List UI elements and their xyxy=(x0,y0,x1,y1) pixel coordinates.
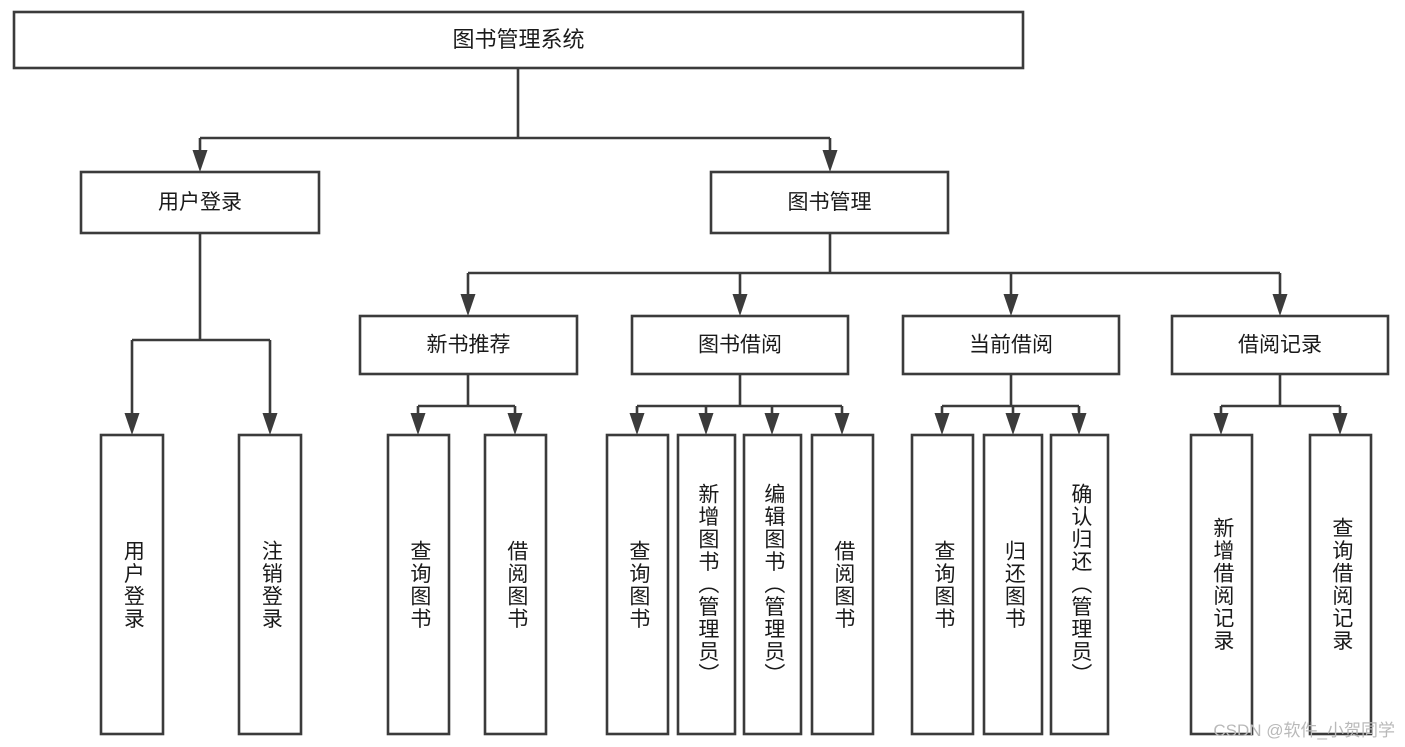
node-box-book-management[interactable] xyxy=(709,170,950,235)
node-box-leaf-query-book-borrow[interactable] xyxy=(605,433,670,736)
boxes-layer xyxy=(12,10,1390,736)
node-box-current-borrow[interactable] xyxy=(901,314,1121,376)
node-box-leaf-add-borrow-record[interactable] xyxy=(1189,433,1254,736)
connector-bookmgmt-to-level3 xyxy=(460,233,1288,316)
node-box-leaf-user-login[interactable] xyxy=(99,433,165,736)
connector-current-to-leaves xyxy=(934,374,1087,435)
node-label-borrow-record: 借阅记录 xyxy=(1238,334,1322,357)
connector-recommend-to-leaves xyxy=(410,374,523,435)
node-box-leaf-edit-book-admin[interactable] xyxy=(742,433,803,736)
connector-record-to-leaves xyxy=(1213,374,1348,435)
node-label-book-borrow: 图书借阅 xyxy=(698,334,782,357)
node-box-leaf-confirm-return-admin[interactable] xyxy=(1049,433,1110,736)
node-box-root[interactable] xyxy=(12,10,1025,70)
connectors-layer xyxy=(124,68,1348,435)
node-box-leaf-query-book-rec[interactable] xyxy=(386,433,451,736)
connector-userlogin-to-leaves xyxy=(124,233,278,435)
node-box-book-borrow[interactable] xyxy=(630,314,850,376)
node-label-root: 图书管理系统 xyxy=(452,27,584,52)
node-box-borrow-record[interactable] xyxy=(1170,314,1390,376)
node-box-leaf-borrow-book-rec[interactable] xyxy=(483,433,548,736)
node-label-user-login: 用户登录 xyxy=(158,191,242,214)
connector-borrow-to-leaves xyxy=(629,374,850,435)
node-box-user-login[interactable] xyxy=(79,170,321,235)
node-label-current-borrow: 当前借阅 xyxy=(969,334,1053,357)
node-box-new-book-recommend[interactable] xyxy=(358,314,579,376)
connector-root-to-level2 xyxy=(192,68,838,172)
watermark-text: CSDN @软件_小贺同学 xyxy=(1213,721,1395,740)
node-box-leaf-query-book-current[interactable] xyxy=(910,433,975,736)
node-label-book-management: 图书管理 xyxy=(788,191,872,214)
node-box-leaf-add-book-admin[interactable] xyxy=(676,433,737,736)
node-box-leaf-return-book[interactable] xyxy=(982,433,1044,736)
node-label-new-book-recommend: 新书推荐 xyxy=(427,334,511,357)
node-box-leaf-logout-login[interactable] xyxy=(237,433,303,736)
node-box-leaf-query-borrow-record[interactable] xyxy=(1308,433,1373,736)
node-box-leaf-borrow-book[interactable] xyxy=(810,433,875,736)
